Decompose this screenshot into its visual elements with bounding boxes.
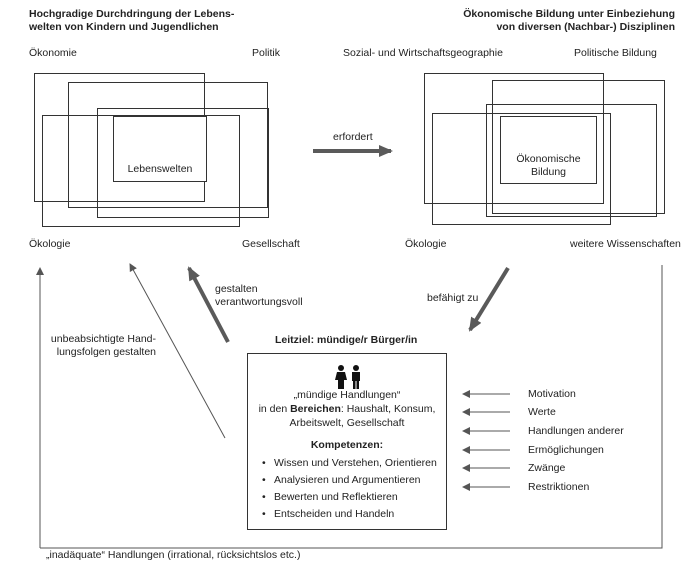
right-heading-line: Ökonomische Bildung unter Einbeziehung bbox=[463, 8, 675, 20]
lebenswelten-label: Lebenswelten bbox=[127, 163, 193, 175]
factor-ermoeglichungen: Ermöglichungen bbox=[528, 444, 604, 456]
unbeabsichtigt-line: lungsfolgen gestalten bbox=[56, 346, 156, 358]
factor-werte: Werte bbox=[528, 406, 556, 418]
factor-handlungen-anderer: Handlungen anderer bbox=[528, 425, 624, 437]
gestalten-arrow bbox=[187, 266, 230, 343]
discipline-box-politische-bildung bbox=[492, 80, 665, 214]
kompetenzen-title: Kompetenzen: bbox=[310, 439, 384, 451]
lebenswelten-box bbox=[113, 116, 207, 182]
label-oekologie-right: Ökologie bbox=[405, 238, 447, 250]
leitziel-title: Leitziel: mündige/r Bürger/in bbox=[275, 334, 418, 346]
oekonomische-bildung-line: Bildung bbox=[530, 166, 567, 178]
right-heading-line: von diversen (Nachbar-) Disziplinen bbox=[496, 21, 675, 33]
leitziel-box bbox=[247, 353, 447, 530]
discipline-box-oekologie bbox=[432, 113, 611, 225]
label-weitere-wissenschaften: weitere Wissenschaften bbox=[570, 238, 681, 250]
unbeabsichtigt-label: unbeabsichtigte Hand- lungsfolgen gestal… bbox=[40, 333, 156, 359]
bereiche-line-2: Arbeitswelt, Gesellschaft bbox=[289, 417, 405, 429]
discipline-box-geographie bbox=[424, 73, 604, 204]
bereiche-prefix: in den bbox=[258, 403, 291, 415]
sphere-box-politik bbox=[68, 82, 268, 208]
factor-restriktionen: Restriktionen bbox=[528, 481, 590, 493]
bereiche-bold: Bereichen bbox=[290, 403, 341, 415]
befaehigt-label: befähigt zu bbox=[427, 292, 479, 304]
kompetenz-item: Bewerten und Reflektieren bbox=[262, 489, 437, 506]
kompetenzen-list: Wissen und Verstehen, Orientieren Analys… bbox=[262, 455, 437, 523]
label-politik: Politik bbox=[252, 47, 281, 59]
erfordert-label: erfordert bbox=[333, 131, 373, 143]
label-politische-bildung: Politische Bildung bbox=[574, 47, 657, 59]
left-heading-line: welten von Kindern und Jugendlichen bbox=[29, 21, 219, 33]
kompetenz-item: Analysieren und Argumentieren bbox=[262, 472, 437, 489]
sphere-box-oekologie bbox=[42, 115, 240, 227]
factor-zwaenge: Zwänge bbox=[528, 462, 566, 474]
oekonomische-bildung-line: Ökonomische bbox=[516, 153, 581, 165]
label-oekonomie: Ökonomie bbox=[29, 47, 77, 59]
person-icon bbox=[335, 365, 360, 389]
inadaequate-handlungen-note: „inadäquate“ Handlungen (irrational, rüc… bbox=[46, 549, 301, 561]
label-sozial-wirtschaftsgeographie: Sozial- und Wirtschaftsgeographie bbox=[343, 47, 503, 59]
left-heading: Hochgradige Durchdringung der Lebens- we… bbox=[29, 8, 234, 34]
left-heading-line: Hochgradige Durchdringung der Lebens- bbox=[29, 8, 235, 20]
kompetenz-item: Entscheiden und Handeln bbox=[262, 506, 437, 523]
oekonomische-bildung-label: Ökonomische Bildung bbox=[500, 153, 597, 179]
gestalten-line: gestalten bbox=[215, 283, 258, 295]
unbeabsichtigt-arrow bbox=[129, 263, 226, 439]
factor-motivation: Motivation bbox=[528, 388, 576, 400]
discipline-box-weitere bbox=[486, 104, 657, 217]
label-gesellschaft: Gesellschaft bbox=[242, 238, 300, 250]
label-oekologie-left: Ökologie bbox=[29, 238, 71, 250]
bereiche-line: in den Bereichen: Haushalt, Konsum, bbox=[247, 403, 447, 416]
gestalten-label: gestalten verantwortungsvoll bbox=[215, 283, 303, 309]
sphere-box-gesellschaft bbox=[97, 108, 269, 218]
handlungen-label: „mündige Handlungen“ bbox=[293, 389, 401, 401]
kompetenz-item: Wissen und Verstehen, Orientieren bbox=[262, 455, 437, 472]
bereiche-rest: : Haushalt, Konsum, bbox=[340, 403, 436, 415]
right-heading: Ökonomische Bildung unter Einbeziehung v… bbox=[463, 8, 675, 34]
befaehigt-arrow bbox=[468, 266, 510, 332]
oekonomische-bildung-box bbox=[500, 116, 597, 184]
unbeabsichtigt-line: unbeabsichtigte Hand- bbox=[50, 333, 156, 345]
gestalten-line: verantwortungsvoll bbox=[215, 296, 303, 308]
feedback-loop-line bbox=[40, 265, 663, 549]
